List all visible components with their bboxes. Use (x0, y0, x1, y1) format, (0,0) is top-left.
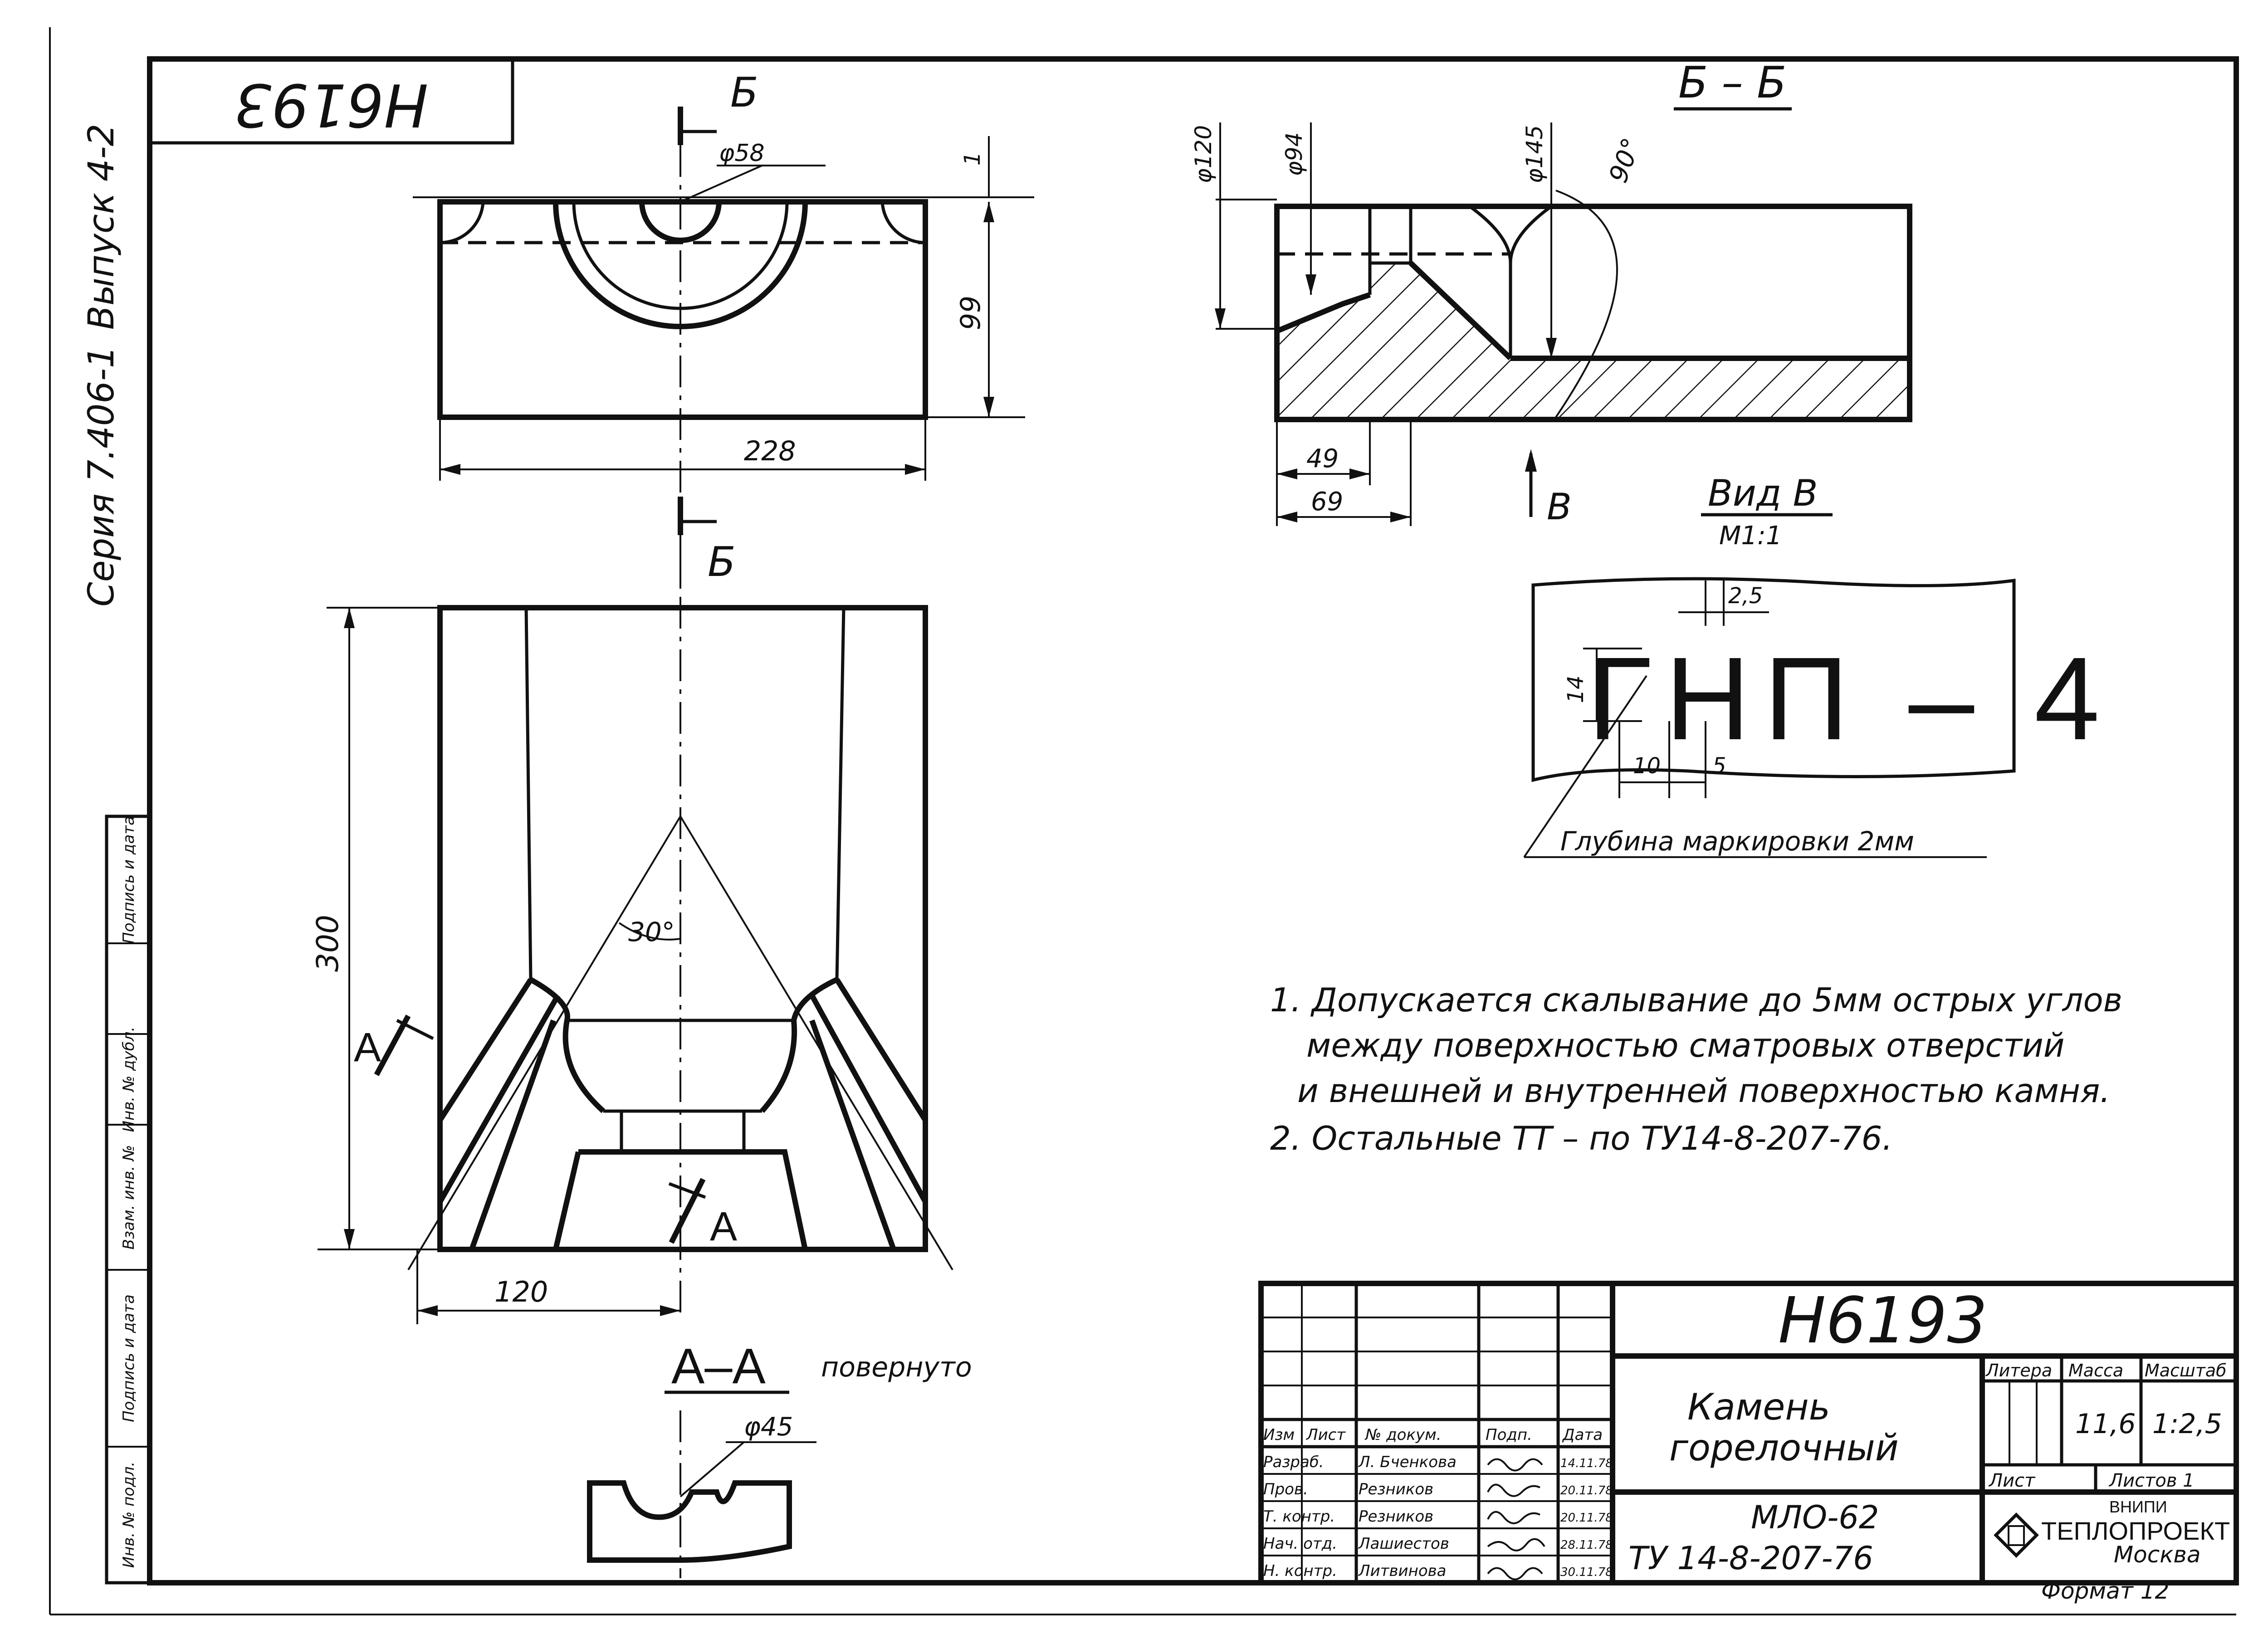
tb-date-3: 20.11.78 (1560, 1511, 1613, 1525)
note-line-4: 2. Остальные ТТ – по ТУ14-8-207-76. (1270, 1119, 1892, 1157)
view-b: Вид В М1:1 ГНП – 4 2,5 14 10 5 Глубина м… (1523, 472, 2113, 858)
side-stamp: Инв. № подл. Подпись и дата Взам. инв. №… (105, 815, 152, 1585)
tb-mass-label: Масса (2068, 1361, 2123, 1380)
tb-name-4: Лашиестов (1358, 1535, 1449, 1553)
issue-label: Выпуск 4-2 (81, 124, 122, 330)
signature-4 (1487, 1538, 1545, 1551)
plan-view: 30° 300 120 А А (310, 544, 953, 1324)
tb-name-3: Резников (1359, 1507, 1433, 1526)
signature-5 (1487, 1567, 1543, 1580)
tb-date-2: 20.11.78 (1560, 1484, 1613, 1497)
view-b-dim-14: 14 (1563, 675, 1589, 703)
view-arrow-label: В (1547, 486, 1572, 528)
tb-date-4: 28.11.78 (1560, 1538, 1613, 1552)
notes: 1. Допускается скалывание до 5мм острых … (1270, 981, 2122, 1157)
section-bb-angle: 90° (1603, 134, 1647, 187)
tb-role-5: Н. контр. (1263, 1562, 1337, 1580)
section-bb-title: Б – Б (1678, 58, 1786, 108)
tb-mass-value: 11,6 (2075, 1408, 2136, 1440)
view-b-scale: М1:1 (1719, 521, 1782, 551)
section-aa-title: А–А (671, 1338, 766, 1394)
tb-header-doc: № докум. (1364, 1426, 1442, 1444)
side-stamp-3: Взам. инв. № (120, 1145, 138, 1250)
tb-name-line2: горелочный (1669, 1427, 1899, 1469)
tb-name-5: Литвинова (1358, 1562, 1447, 1580)
tb-sheet-label: Лист (1988, 1470, 2036, 1491)
section-aa-subtitle: повернуто (821, 1351, 972, 1383)
view-b-title: Вид В (1708, 472, 1818, 514)
tb-role-2: Пров. (1263, 1480, 1308, 1498)
section-bb-dim-69: 69 (1311, 487, 1343, 517)
title-block: Изм Лист № докум. Подп. Дата Разраб. Л. … (1258, 1281, 2239, 1604)
signature-3 (1487, 1511, 1540, 1524)
section-bb-dim-49: 49 (1306, 444, 1339, 473)
plan-angle: 30° (628, 917, 675, 947)
signature-1 (1487, 1458, 1543, 1472)
front-dim-width: 228 (744, 435, 796, 467)
section-bb-dim-145: φ145 (1521, 125, 1548, 183)
tb-name-1: Л. Бченкова (1358, 1453, 1457, 1471)
note-line-2: между поверхностью сматровых отверстий (1306, 1026, 2065, 1064)
tb-date-1: 14.11.78 (1560, 1457, 1613, 1470)
tb-name-line1: Камень (1687, 1386, 1830, 1428)
tb-format: Формат 12 (2041, 1578, 2169, 1604)
tb-role-1: Разраб. (1263, 1453, 1324, 1471)
tb-org: ТЕПЛОПРОЕКТ (2041, 1517, 2230, 1545)
view-b-depth-note: Глубина маркировки 2мм (1560, 826, 1914, 857)
front-dia-label: φ58 (719, 140, 764, 167)
front-dim-offset: 1 (960, 152, 985, 166)
section-aa: А–А повернуто φ45 (587, 1338, 972, 1578)
front-view: Б Б φ58 99 1 228 (413, 69, 1034, 586)
plan-section-mark-left: А (354, 1025, 381, 1070)
view-b-dim-5: 5 (1712, 753, 1726, 779)
tb-role-4: Нач. отд. (1263, 1535, 1337, 1553)
view-b-dim-10: 10 (1633, 753, 1661, 779)
side-stamp-1: Инв. № подл. (120, 1462, 138, 1568)
side-stamp-4: Инв. № дубл. (120, 1027, 138, 1132)
front-dim-height: 99 (955, 296, 987, 330)
corner-stamp-code: Н6193 (234, 70, 429, 139)
tb-spec: ТУ 14-8-207-76 (1628, 1540, 1873, 1577)
tb-role-3: Т. контр. (1263, 1507, 1335, 1526)
tb-date-5: 30.11.78 (1560, 1566, 1613, 1579)
side-stamp-2: Подпись и дата (120, 1294, 138, 1422)
tb-header-list: Лист (1305, 1426, 1346, 1444)
tb-code: Н6193 (1778, 1284, 1988, 1358)
note-line-3: и внешней и внутренней поверхностью камн… (1297, 1072, 2110, 1110)
tb-scale-label: Масштаб (2145, 1361, 2227, 1380)
signature-2 (1487, 1483, 1540, 1497)
tb-header-sign: Подп. (1486, 1426, 1532, 1444)
plan-dim-height: 300 (310, 915, 345, 972)
section-aa-dia: φ45 (744, 1412, 793, 1442)
view-b-dim-2-5: 2,5 (1728, 583, 1763, 609)
series-label: Серия 7.406-1 (81, 346, 122, 606)
side-stamp-5: Подпись и дата (120, 816, 138, 944)
tb-litera-label: Литера (1985, 1361, 2052, 1380)
tb-sheets-label: Листов 1 (2108, 1470, 2195, 1491)
front-section-mark-bottom: Б (708, 538, 736, 586)
tb-material: МЛО-62 (1751, 1499, 1879, 1536)
front-section-mark-top: Б (730, 69, 758, 117)
org-logo-icon (1994, 1512, 2039, 1558)
note-line-1: 1. Допускается скалывание до 5мм острых … (1270, 981, 2122, 1019)
plan-section-mark-right: А (710, 1204, 737, 1249)
tb-scale-value: 1:2,5 (2152, 1408, 2222, 1440)
tb-city: Москва (2114, 1541, 2201, 1568)
tb-name-2: Резников (1359, 1480, 1433, 1498)
section-bb: Б – Б φ120 φ94 φ145 90° 4 (1190, 58, 1912, 528)
view-b-marking: ГНП – 4 (1588, 633, 2113, 765)
tb-header-date: Дата (1562, 1426, 1603, 1444)
corner-stamp: Н6193 (148, 57, 514, 145)
section-bb-dim-120: φ120 (1190, 125, 1217, 183)
plan-dim-width: 120 (494, 1275, 548, 1308)
section-bb-dim-94: φ94 (1281, 132, 1307, 176)
tb-header-izm: Изм (1263, 1426, 1295, 1444)
tb-org-top: ВНИПИ (2109, 1497, 2167, 1516)
